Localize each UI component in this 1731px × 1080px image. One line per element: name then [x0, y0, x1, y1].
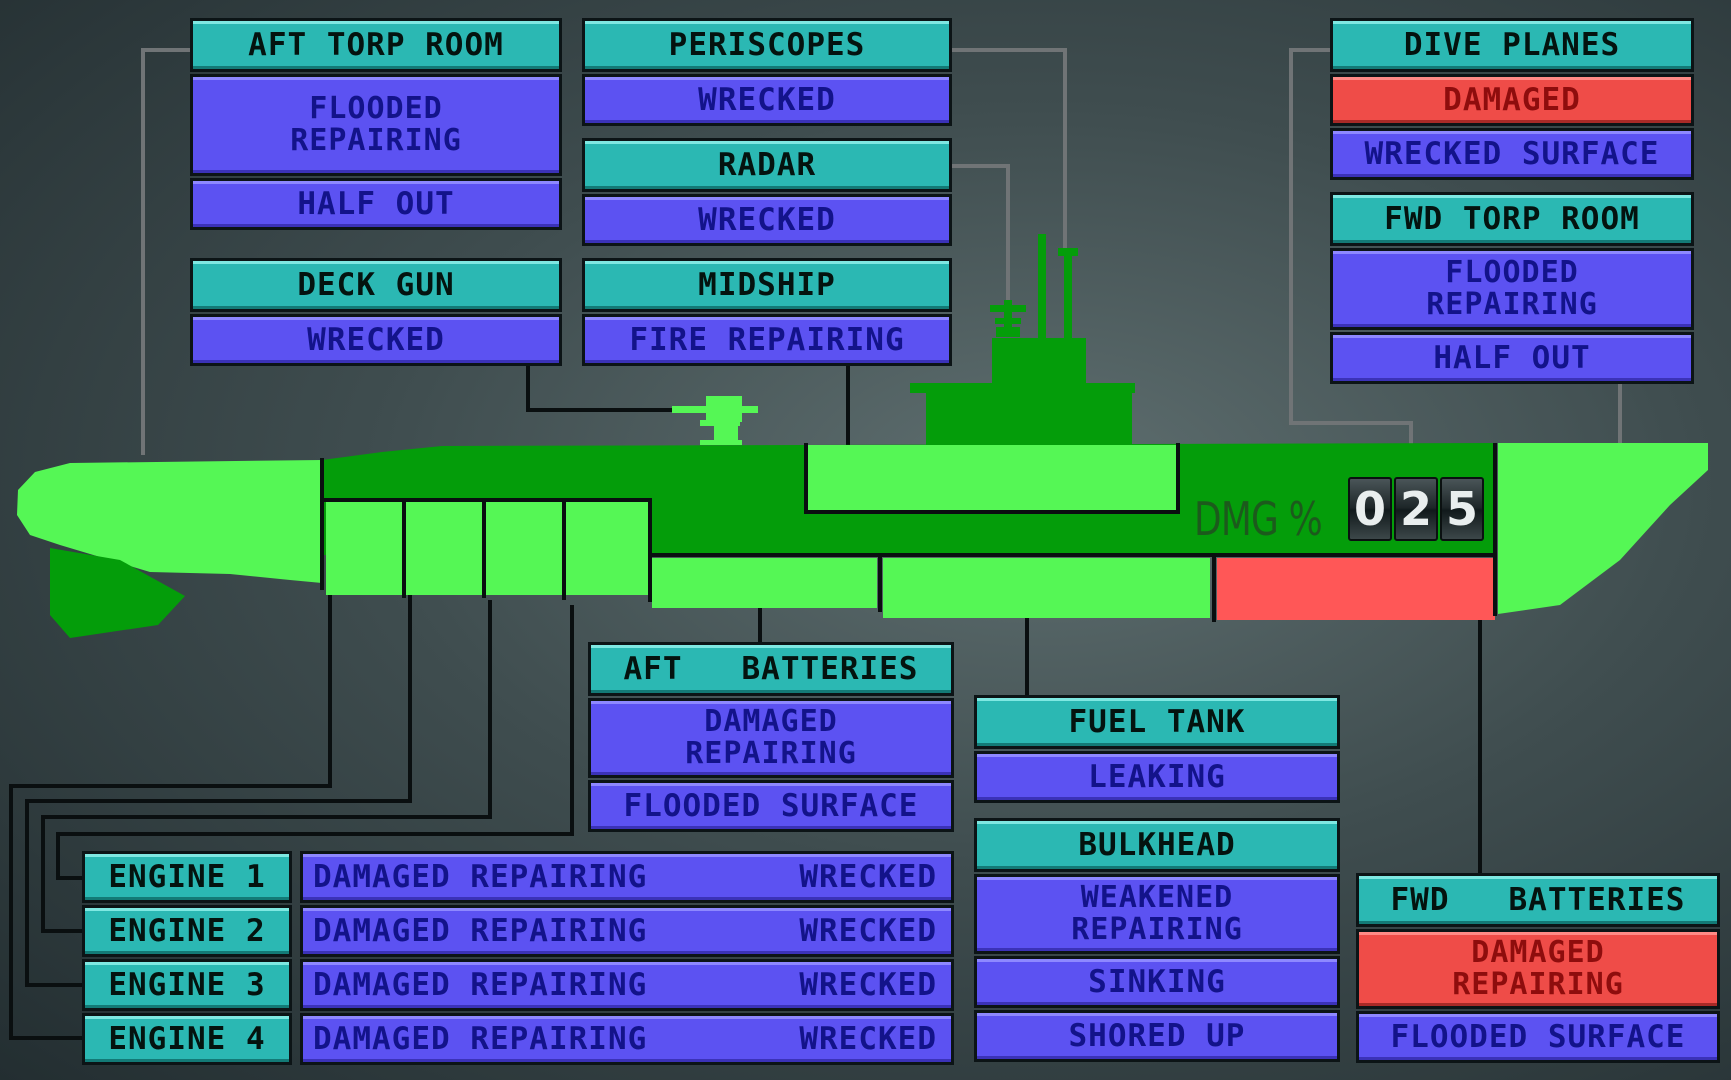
connector-aft-torp: [141, 48, 190, 455]
hull: [17, 443, 1708, 638]
engine-1-condition: WRECKED: [799, 858, 937, 895]
engine-3-label[interactable]: ENGINE 3: [82, 959, 292, 1011]
dive-planes-header[interactable]: DIVE PLANES: [1330, 18, 1694, 72]
engine-1-label[interactable]: ENGINE 1: [82, 851, 292, 903]
bulkhead-status[interactable]: WEAKENED REPAIRING: [974, 874, 1340, 954]
deck-gun-icon: [672, 396, 758, 445]
midship-header[interactable]: MIDSHIP: [582, 258, 952, 312]
connector-engine-2: [41, 600, 492, 933]
damage-digit-2: 2: [1394, 477, 1438, 541]
engine-1-status: DAMAGED REPAIRING: [313, 858, 648, 895]
aft-torp-room-tube-status[interactable]: HALF OUT: [190, 178, 562, 230]
fwd-torp-room-header[interactable]: FWD TORP ROOM: [1330, 192, 1694, 246]
fuel-tank-header[interactable]: FUEL TANK: [974, 695, 1340, 749]
fuel-tank-status[interactable]: LEAKING: [974, 751, 1340, 803]
fwd-batteries-header[interactable]: FWD BATTERIES: [1356, 873, 1720, 927]
dive-planes-status[interactable]: DAMAGED: [1330, 74, 1694, 126]
aft-batteries-secondary-status[interactable]: FLOODED SURFACE: [588, 780, 954, 832]
engine-3-status: DAMAGED REPAIRING: [313, 966, 648, 1003]
dive-planes-secondary-status[interactable]: WRECKED SURFACE: [1330, 128, 1694, 180]
engine-2-label[interactable]: ENGINE 2: [82, 905, 292, 957]
engine-3-condition: WRECKED: [799, 966, 937, 1003]
engine-4-label[interactable]: ENGINE 4: [82, 1013, 292, 1065]
connector-engine-1: [56, 605, 574, 880]
engine-2-status-row[interactable]: DAMAGED REPAIRING WRECKED: [300, 905, 954, 957]
fwd-batteries-status[interactable]: DAMAGED REPAIRING: [1356, 929, 1720, 1009]
connector-dive-planes: [1289, 48, 1413, 445]
midship-status[interactable]: FIRE REPAIRING: [582, 314, 952, 366]
engine-4-condition: WRECKED: [799, 1020, 937, 1057]
connector-deck-gun: [526, 362, 678, 412]
engine-1-status-row[interactable]: DAMAGED REPAIRING WRECKED: [300, 851, 954, 903]
aft-batteries-status[interactable]: DAMAGED REPAIRING: [588, 698, 954, 778]
connector-periscopes: [952, 48, 1067, 250]
engine-4-status-row[interactable]: DAMAGED REPAIRING WRECKED: [300, 1013, 954, 1065]
engine-2-condition: WRECKED: [799, 912, 937, 949]
deck-gun-status[interactable]: WRECKED: [190, 314, 562, 366]
fwd-torp-room-status[interactable]: FLOODED REPAIRING: [1330, 248, 1694, 330]
aft-torp-room-status[interactable]: FLOODED REPAIRING: [190, 74, 562, 176]
aft-batteries-header[interactable]: AFT BATTERIES: [588, 642, 954, 696]
aft-torp-room-header[interactable]: AFT TORP ROOM: [190, 18, 562, 72]
fwd-batteries-secondary-status[interactable]: FLOODED SURFACE: [1356, 1011, 1720, 1063]
deck-gun-header[interactable]: DECK GUN: [190, 258, 562, 312]
fwd-torp-room-tube-status[interactable]: HALF OUT: [1330, 332, 1694, 384]
damage-digit-3: 5: [1440, 477, 1484, 541]
bulkhead-sinking-status[interactable]: SINKING: [974, 956, 1340, 1008]
periscopes-header[interactable]: PERISCOPES: [582, 18, 952, 72]
conning-tower: [910, 234, 1135, 445]
panel-engines: ENGINE 1 DAMAGED REPAIRING WRECKED ENGIN…: [82, 851, 956, 1067]
engine-3-status-row[interactable]: DAMAGED REPAIRING WRECKED: [300, 959, 954, 1011]
engine-4-status: DAMAGED REPAIRING: [313, 1020, 648, 1057]
damage-percent-label: DMG %: [1194, 492, 1323, 546]
connector-radar: [952, 164, 1010, 305]
damage-digit-1: 0: [1348, 477, 1392, 541]
connector-engine-3: [25, 595, 412, 987]
radar-status[interactable]: WRECKED: [582, 194, 952, 246]
periscopes-status[interactable]: WRECKED: [582, 74, 952, 126]
bulkhead-header[interactable]: BULKHEAD: [974, 818, 1340, 872]
engine-2-status: DAMAGED REPAIRING: [313, 912, 648, 949]
bulkhead-shoring-status[interactable]: SHORED UP: [974, 1010, 1340, 1062]
radar-header[interactable]: RADAR: [582, 138, 952, 192]
connector-engine-4: [9, 590, 332, 1040]
